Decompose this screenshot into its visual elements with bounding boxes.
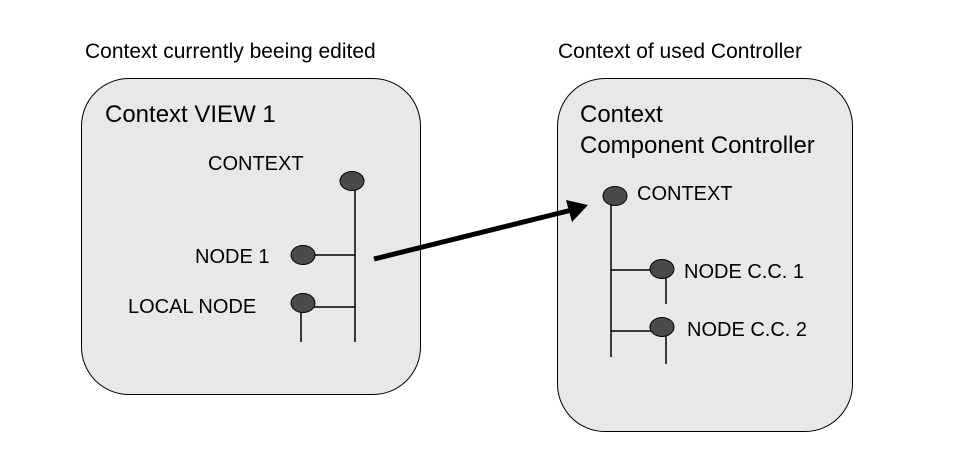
right-box-title-line2: Component Controller [580, 132, 815, 159]
local-node-label: LOCAL NODE [128, 296, 257, 318]
node1-label: NODE 1 [195, 246, 270, 268]
mapping-arrow [373, 204, 584, 262]
node-cc1-dot [649, 259, 675, 279]
left-context-box [81, 78, 421, 395]
right-context-box [557, 78, 853, 432]
node-cc2-label: NODE C.C. 2 [687, 319, 808, 341]
right-context-label: CONTEXT [637, 183, 733, 205]
left-context-label: CONTEXT [208, 153, 304, 175]
node-cc2-dot [649, 317, 675, 337]
node-cc1-label: NODE C.C. 1 [684, 261, 805, 283]
local-node-dot [290, 293, 316, 313]
left-context-node-dot [339, 171, 365, 191]
right-context-node-dot [602, 186, 628, 206]
node1-dot [290, 245, 316, 265]
right-box-title-line1: Context [580, 101, 663, 128]
right-context-heading: Context of used Controller [558, 40, 802, 63]
left-context-heading: Context currently beeing edited [85, 40, 376, 63]
mapping-arrow-head [566, 200, 588, 222]
left-box-title: Context VIEW 1 [105, 101, 276, 128]
